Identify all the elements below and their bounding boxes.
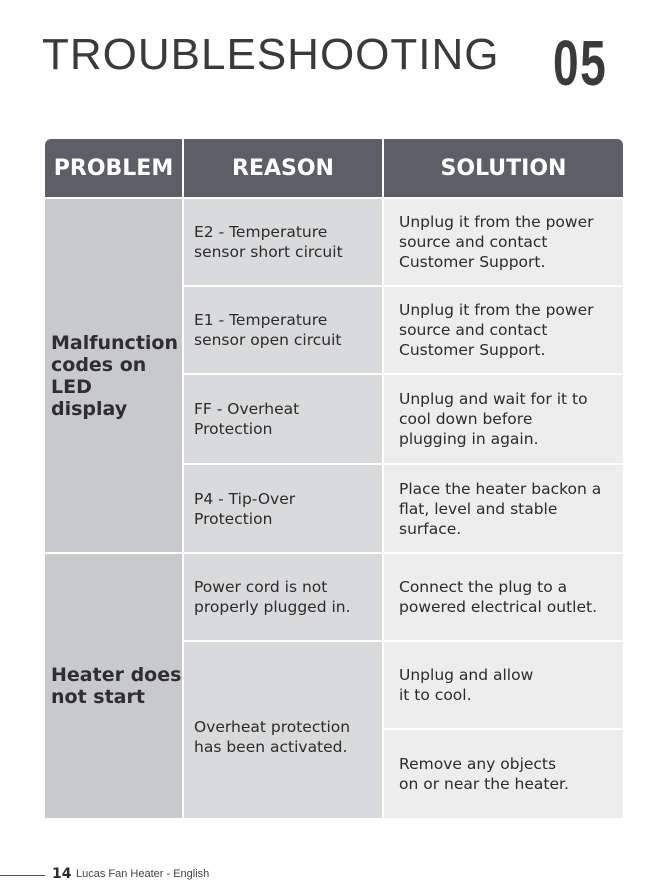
reason-text: E1 - Temperature sensor open circuit: [194, 311, 342, 349]
header-problem: PROBLEM: [45, 139, 182, 197]
reason-text: E2 - Temperature sensor short circuit: [194, 223, 343, 261]
solution-text: Unplug it from the power source and cont…: [399, 213, 594, 271]
reason-row: P4 - Tip-Over Protection: [184, 465, 382, 552]
reason-text: Power cord is not properly plugged in.: [194, 578, 351, 616]
reason-row: E2 - Temperature sensor short circuit: [184, 199, 382, 285]
header-solution: SOLUTION: [384, 139, 623, 197]
reason-row: Power cord is not properly plugged in.: [184, 554, 382, 640]
reason-row: FF - Overheat Protection: [184, 375, 382, 463]
problem-heater-not-start: Heater does not start: [45, 554, 182, 818]
page-number: 14: [52, 866, 72, 882]
reason-text: Overheat protection has been activated.: [194, 718, 351, 756]
footer-text: Lucas Fan Heater - English: [76, 868, 210, 880]
problem-malfunction-codes: Malfunction codes on LED display: [45, 199, 182, 552]
problem-label: Heater does not start: [51, 664, 182, 708]
solution-text: Remove any objects on or near the heater…: [399, 755, 569, 793]
solution-text: Unplug and wait for it to cool down befo…: [399, 390, 588, 448]
problem-label: Malfunction codes on LED display: [51, 331, 178, 420]
solution-row: Remove any objects on or near the heater…: [384, 730, 623, 818]
header-reason: REASON: [184, 139, 382, 197]
solution-row: Place the heater backon a flat, level an…: [384, 465, 623, 552]
solution-text: Place the heater backon a flat, level an…: [399, 479, 602, 538]
reason-text: FF - Overheat Protection: [194, 400, 300, 438]
solution-row: Unplug it from the power source and cont…: [384, 199, 623, 285]
footer-rule: [0, 875, 45, 876]
chapter-number: 05: [553, 27, 608, 99]
solution-row: Connect the plug to a powered electrical…: [384, 554, 623, 640]
solution-row: Unplug it from the power source and cont…: [384, 287, 623, 373]
reason-row: E1 - Temperature sensor open circuit: [184, 287, 382, 373]
solution-row: Unplug and allow it to cool.: [384, 642, 623, 728]
solution-text: Unplug and allow it to cool.: [399, 666, 534, 704]
page-title: TROUBLESHOOTING: [42, 30, 500, 79]
solution-row: Unplug and wait for it to cool down befo…: [384, 375, 623, 463]
reason-text: P4 - Tip-Over Protection: [194, 489, 296, 528]
solution-text: Connect the plug to a powered electrical…: [399, 578, 598, 616]
solution-text: Unplug it from the power source and cont…: [399, 301, 594, 359]
reason-row: Overheat protection has been activated.: [184, 642, 382, 818]
